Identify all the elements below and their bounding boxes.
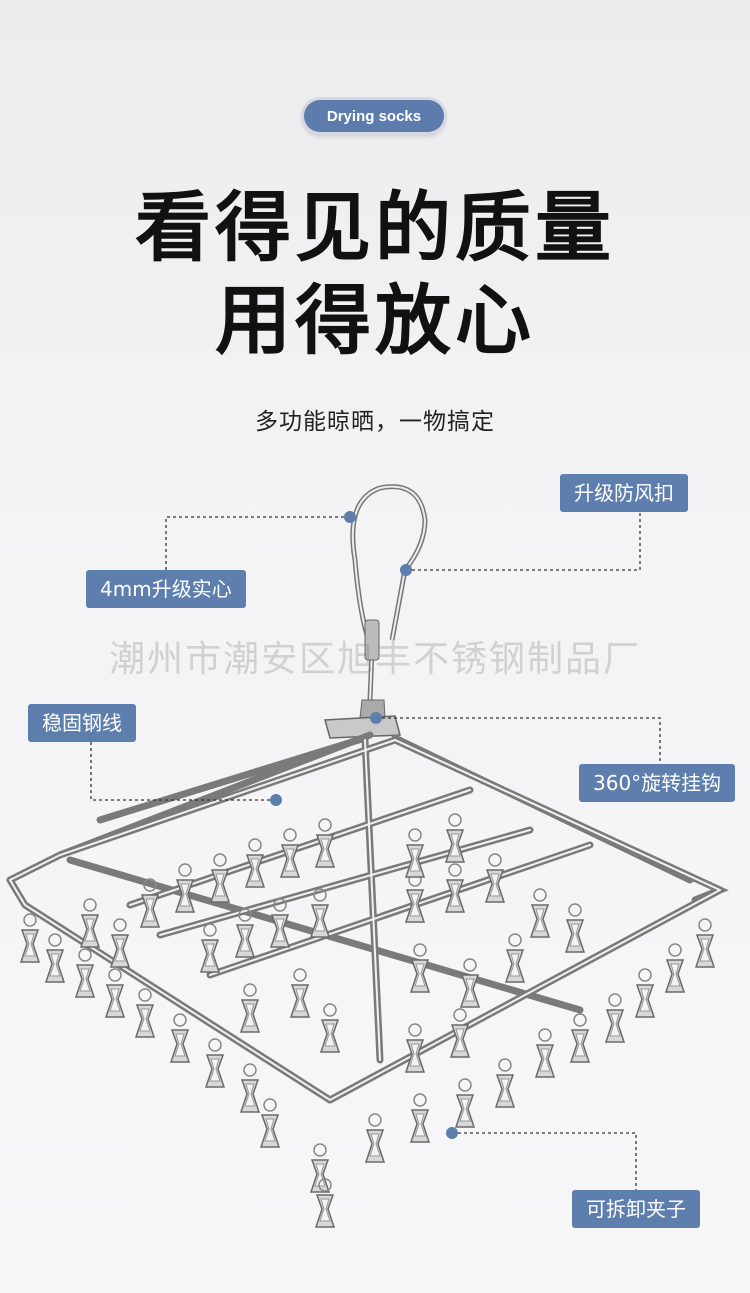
callout-steel-wire: 稳固钢线	[28, 704, 136, 742]
badge-drying-socks: Drying socks	[304, 100, 444, 132]
callout-windproof-buckle: 升级防风扣	[560, 474, 688, 512]
headline-line-2: 用得放心	[215, 276, 535, 365]
subtitle: 多功能晾晒，一物搞定	[255, 409, 495, 435]
watermark-text: 潮州市潮安区旭丰不锈钢制品厂	[108, 639, 641, 680]
callout-4mm-solid: 4mm升级实心	[86, 570, 246, 608]
callout-removable-clips: 可拆卸夹子	[572, 1190, 700, 1228]
headline-line-1: 看得见的质量	[135, 183, 615, 272]
hook-icon	[350, 484, 428, 719]
callout-360-hook: 360°旋转挂钩	[579, 764, 736, 802]
